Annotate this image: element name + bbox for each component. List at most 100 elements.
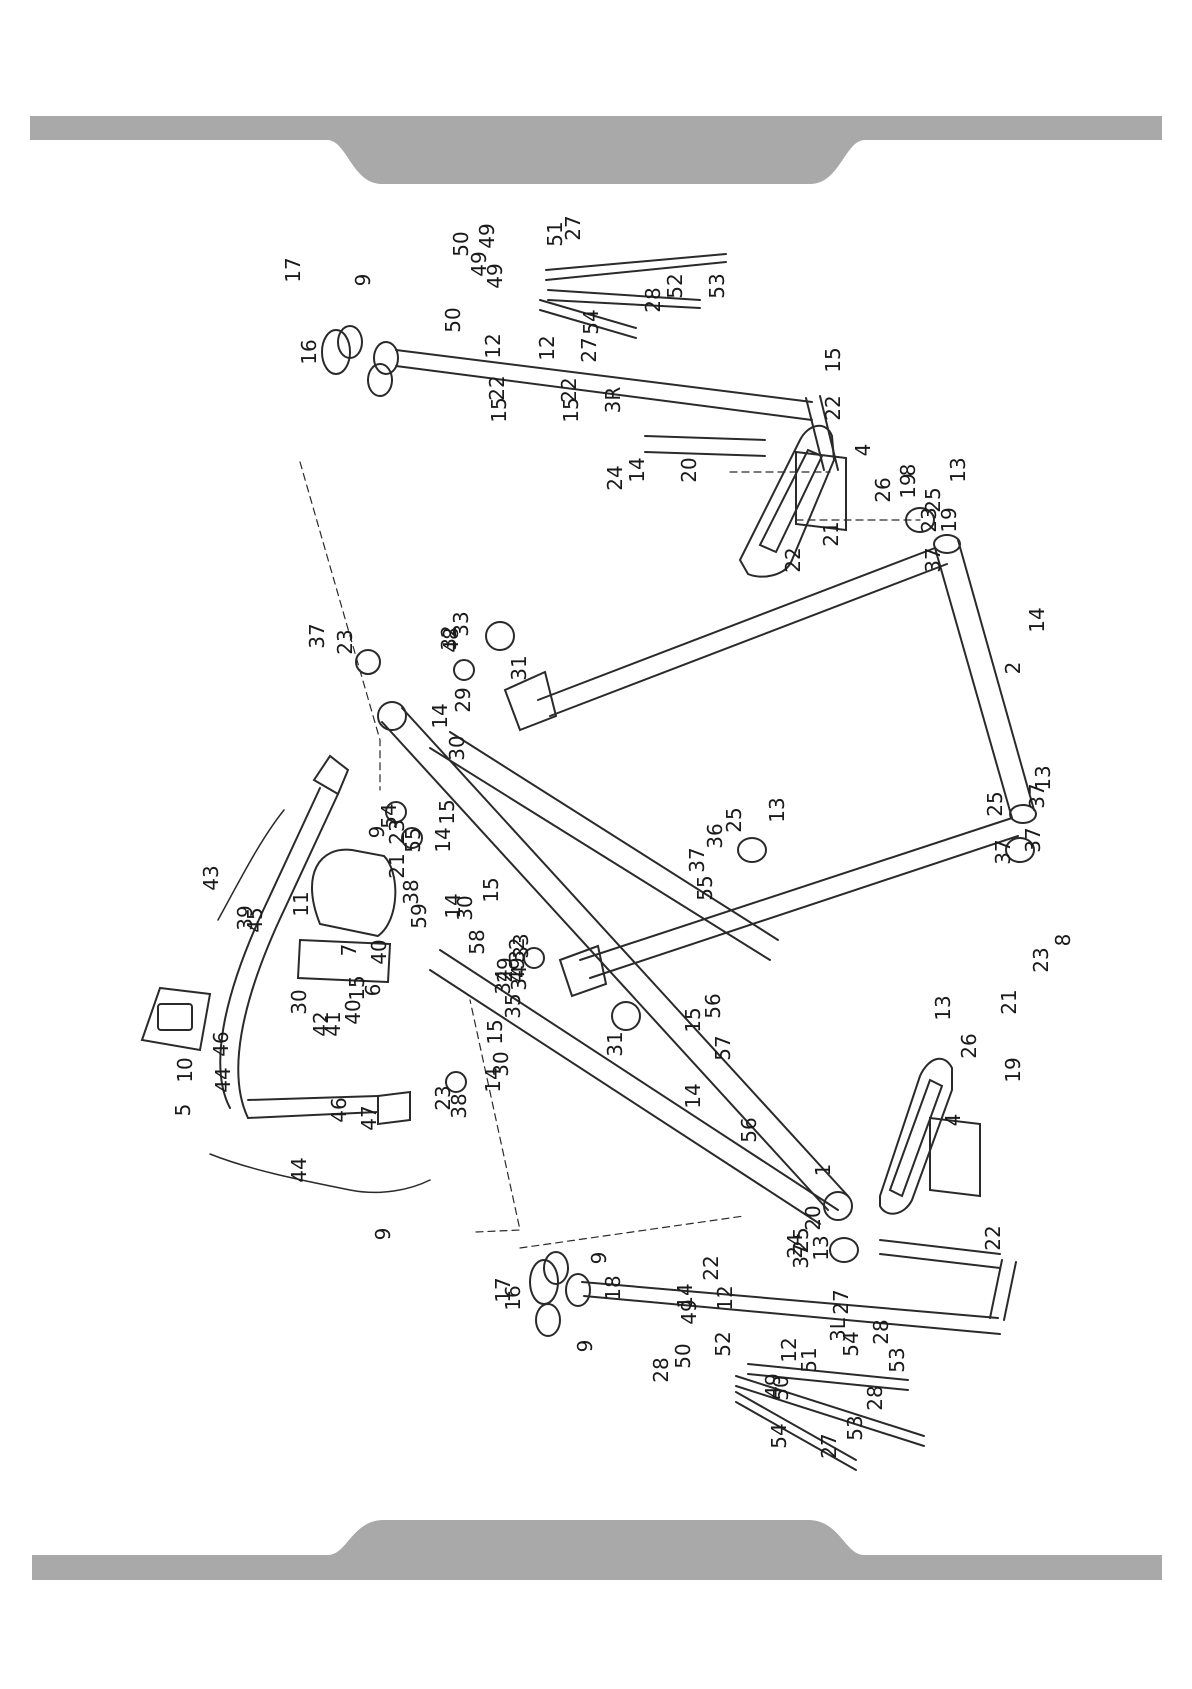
callout-50: 50 [441, 307, 465, 332]
callout-28: 28 [863, 1385, 887, 1410]
callout-7: 7 [337, 944, 361, 957]
callout-14: 14 [428, 703, 452, 728]
link-rods-left [735, 1363, 925, 1471]
callout-1: 1 [811, 1164, 835, 1177]
callout-5: 5 [171, 1104, 195, 1117]
callout-14: 14 [431, 827, 455, 852]
callout-20: 20 [677, 457, 701, 482]
callout-33: 33 [509, 933, 533, 958]
callout-36: 36 [703, 823, 727, 848]
callout-29: 29 [493, 957, 517, 982]
callout-47: 47 [357, 1105, 381, 1130]
callout-24: 24 [603, 465, 627, 490]
callout-42: 42 [309, 1011, 333, 1036]
callout-17: 17 [491, 1277, 515, 1302]
callout-21: 21 [997, 989, 1021, 1014]
callout-22: 22 [981, 1225, 1005, 1250]
footer-band [32, 1520, 1162, 1580]
callout-4: 4 [851, 444, 875, 457]
callout-23: 23 [431, 1085, 455, 1110]
callout-15: 15 [821, 347, 845, 372]
hub-38a [355, 649, 381, 675]
callout-59: 59 [407, 903, 431, 928]
callout-58: 58 [465, 929, 489, 954]
callout-9: 9 [573, 1340, 597, 1353]
callout-15: 15 [435, 799, 459, 824]
callout-37: 37 [789, 1243, 813, 1268]
endcap-25d [829, 1237, 859, 1263]
callout-45: 45 [243, 907, 267, 932]
callout-10: 10 [173, 1057, 197, 1082]
callout-16: 16 [297, 339, 321, 364]
callout-34: 34 [507, 965, 531, 990]
callout-8: 8 [896, 464, 920, 477]
assembly-guides [299, 461, 921, 1249]
callout-40: 40 [341, 999, 365, 1024]
callout-56: 56 [737, 1117, 761, 1142]
bushing-9c [543, 1251, 569, 1285]
callout-13: 13 [809, 1235, 833, 1260]
callout-25: 25 [789, 1227, 813, 1252]
callout-14: 14 [481, 1067, 505, 1092]
callout-44: 44 [287, 1157, 311, 1182]
callout-49: 49 [677, 1299, 701, 1324]
callout-35: 35 [501, 993, 525, 1018]
callout-9: 9 [365, 826, 389, 839]
bushing-9b [367, 363, 393, 397]
callout-31: 31 [507, 655, 531, 680]
hub-55b [401, 827, 423, 849]
callout-25: 25 [722, 807, 746, 832]
callout-20: 20 [801, 1205, 825, 1230]
callout-54: 54 [377, 803, 401, 828]
callout-52: 52 [663, 273, 687, 298]
callout-33: 33 [449, 611, 473, 636]
callout-9: 9 [351, 274, 375, 287]
callout-24: 24 [783, 1233, 807, 1258]
callout-28: 28 [869, 1319, 893, 1344]
knob-33b [523, 947, 545, 969]
callout-19: 19 [896, 473, 920, 498]
callout-51: 51 [543, 221, 567, 246]
callout-14: 14 [1025, 607, 1049, 632]
callout-50: 50 [449, 231, 473, 256]
callout-18: 18 [601, 1275, 625, 1300]
callout-50: 50 [769, 1375, 793, 1400]
callout-14: 14 [681, 1083, 705, 1108]
bushing-9d [535, 1303, 561, 1337]
console-mast [219, 754, 411, 1126]
callout-46: 46 [327, 1097, 351, 1122]
callout-4: 4 [941, 1114, 965, 1127]
seat-pad [310, 848, 397, 938]
callout-31: 31 [603, 1031, 627, 1056]
callout-15: 15 [681, 1007, 705, 1032]
callout-14: 14 [625, 457, 649, 482]
callout-37: 37 [1025, 783, 1049, 808]
pedal-left [879, 1057, 953, 1215]
callout-3R: 3R [601, 387, 625, 414]
pedal-bracket-left [929, 1116, 981, 1198]
callout-8: 8 [1051, 934, 1075, 947]
callout-16: 16 [501, 1285, 525, 1310]
link-rods-right [539, 253, 727, 339]
callout-30: 30 [453, 895, 477, 920]
callout-37: 37 [685, 847, 709, 872]
knob-31b [611, 1001, 641, 1031]
callout-12: 12 [481, 333, 505, 358]
callout-27: 27 [561, 215, 585, 240]
callout-27: 27 [817, 1433, 841, 1458]
console-unit [140, 986, 212, 1052]
callout-49: 49 [467, 251, 491, 276]
callout-13: 13 [946, 457, 970, 482]
handle-cap-16b [529, 1259, 559, 1305]
callout-56: 56 [701, 993, 725, 1018]
callout-49: 49 [483, 263, 507, 288]
callout-15: 15 [487, 397, 511, 422]
callout-52: 52 [711, 1331, 735, 1356]
callout-57: 57 [711, 1035, 735, 1060]
callout-21: 21 [819, 521, 843, 546]
hub-55a [385, 801, 407, 823]
callout-50: 50 [671, 1343, 695, 1368]
